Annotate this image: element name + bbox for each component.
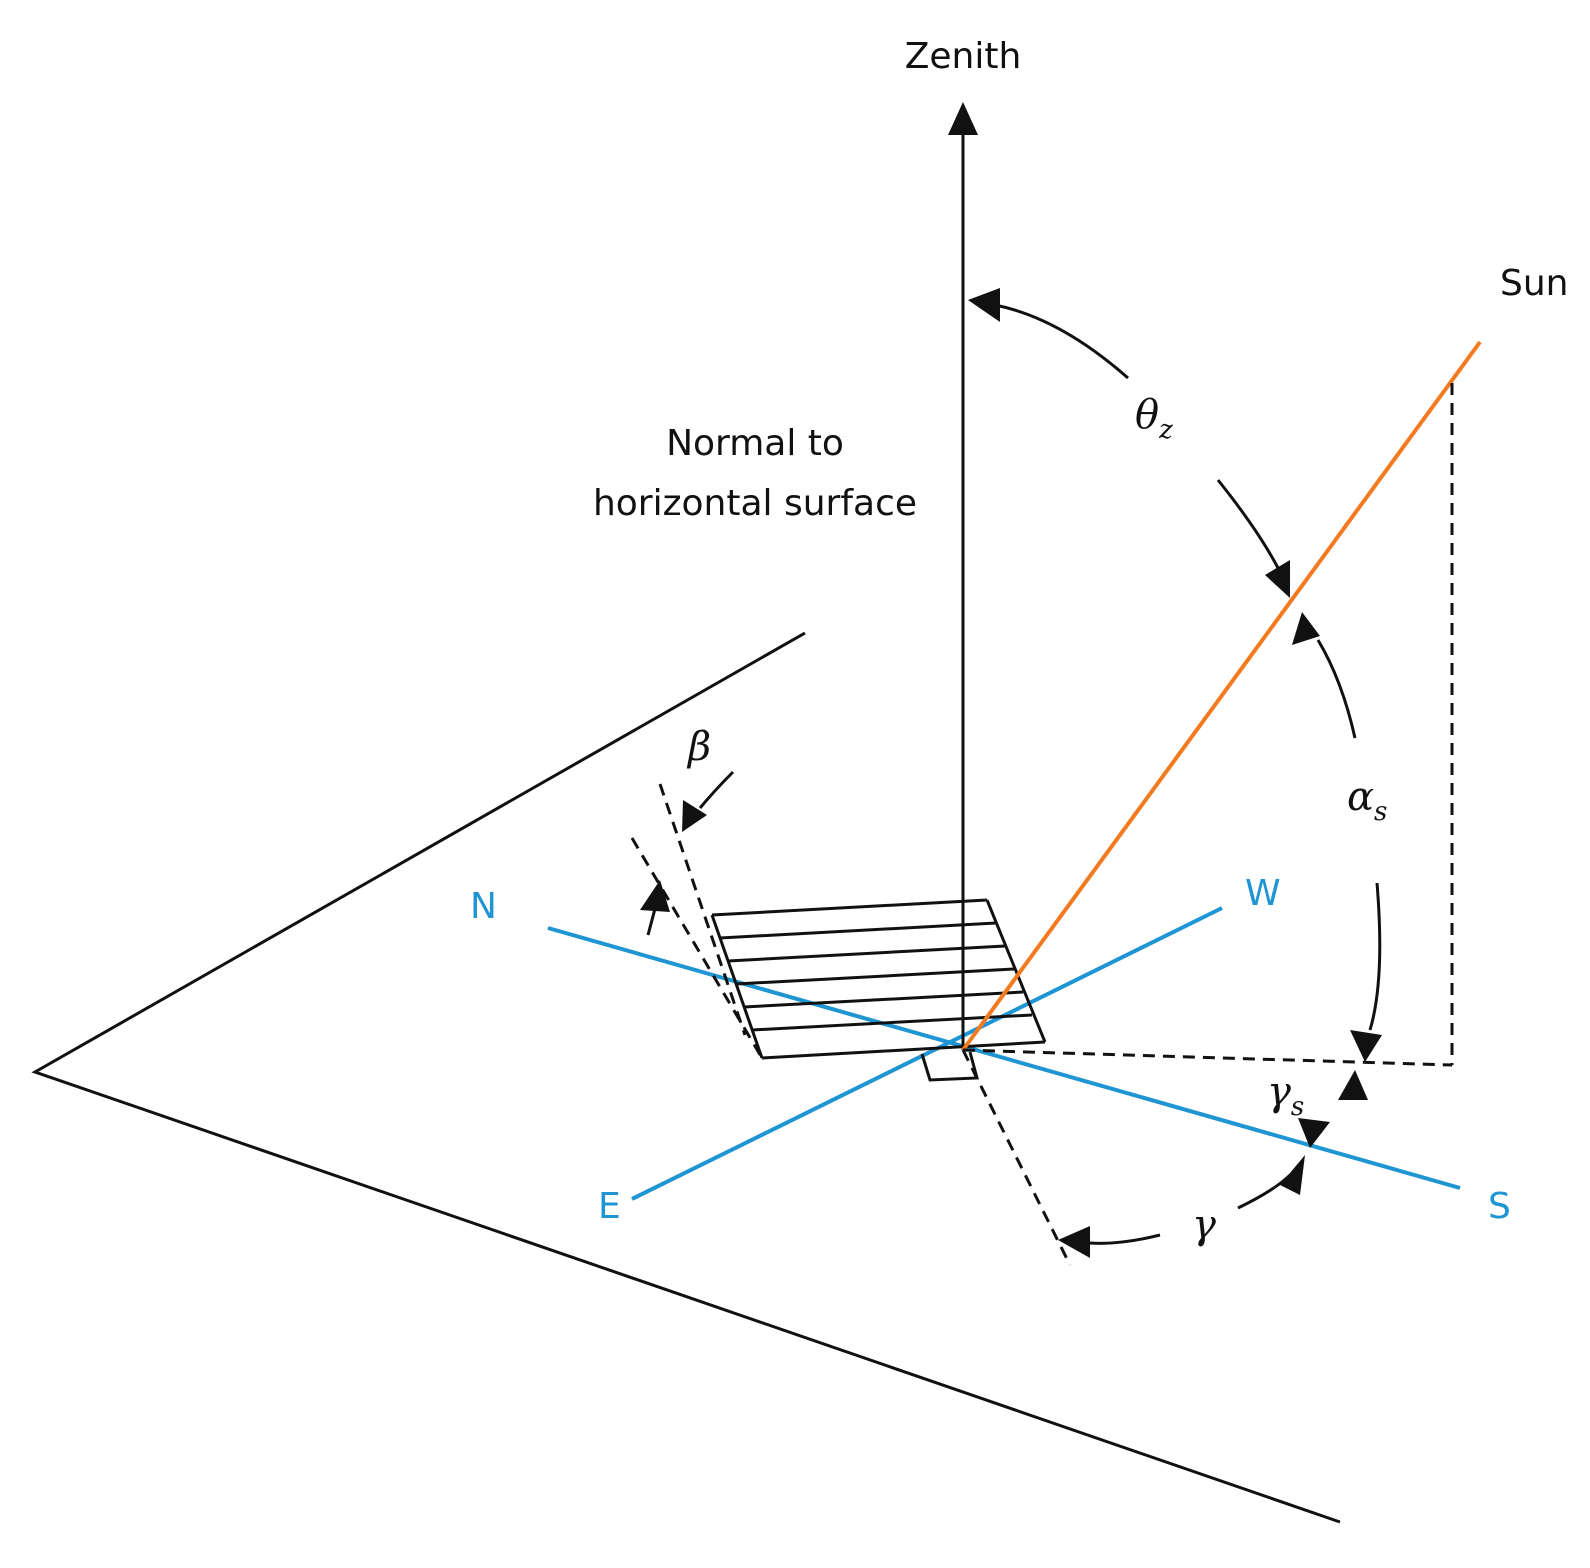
surface-azimuth-arc-left bbox=[1089, 1233, 1161, 1245]
tilt-reference-line bbox=[630, 837, 764, 1059]
east-west-axis bbox=[631, 906, 1223, 1201]
altitude-angle-arc-lower bbox=[1368, 882, 1382, 1031]
ground-plane bbox=[31, 631, 1341, 1524]
south-label: S bbox=[1488, 1186, 1511, 1227]
surface-azimuth-arrowhead-right bbox=[1280, 1155, 1305, 1195]
tilt-normal-arrowhead bbox=[640, 880, 670, 912]
altitude-angle-arrowhead-lower bbox=[1350, 1030, 1382, 1062]
surface-azimuth-arc bbox=[1237, 1173, 1292, 1210]
sun-azimuth-arrowhead-top bbox=[1338, 1070, 1368, 1100]
altitude-angle-label: αs bbox=[1347, 774, 1387, 827]
zenith-angle-arc-upper bbox=[994, 303, 1129, 380]
zenith-angle-subscript: z bbox=[1158, 415, 1173, 445]
altitude-angle-subscript: s bbox=[1374, 797, 1387, 827]
normal-label-line2: horizontal surface bbox=[593, 483, 917, 524]
right-angle-marker bbox=[920, 1051, 979, 1082]
zenith-angle-label: θz bbox=[1135, 392, 1173, 445]
surface-azimuth-arrowhead-left bbox=[1058, 1226, 1090, 1258]
sun-azimuth-symbol: γ bbox=[1267, 1069, 1291, 1115]
sun-azimuth-subscript: s bbox=[1291, 1092, 1304, 1122]
zenith-label: Zenith bbox=[905, 36, 1022, 77]
surface-azimuth-label: γ bbox=[1192, 1202, 1216, 1248]
tilt-normal-line bbox=[658, 783, 747, 1036]
collector-surface bbox=[710, 898, 1047, 1060]
altitude-angle-arc bbox=[1316, 639, 1357, 739]
sun-azimuth-arrowhead-bottom bbox=[1298, 1118, 1330, 1148]
tilt-angle-label: β bbox=[686, 724, 711, 770]
tilt-angle-arc bbox=[698, 770, 735, 809]
sun-ground-projection bbox=[962, 1048, 1453, 1067]
surface-azimuth-projection bbox=[961, 1049, 1072, 1266]
sun-azimuth-label: γs bbox=[1267, 1069, 1304, 1122]
east-label: E bbox=[598, 1186, 621, 1227]
tilt-angle-arrowhead bbox=[682, 800, 707, 832]
sun-label: Sun bbox=[1500, 263, 1568, 304]
north-south-axis bbox=[547, 926, 1461, 1190]
zenith-angle-arc-lower bbox=[1216, 479, 1280, 569]
zenith-angle-symbol: θ bbox=[1135, 392, 1159, 438]
zenith-angle-arrowhead-bottom bbox=[1265, 560, 1290, 598]
sun-ray bbox=[961, 340, 1482, 1052]
altitude-angle-arrowhead bbox=[1292, 612, 1320, 645]
west-label: W bbox=[1245, 873, 1281, 914]
normal-label-line1: Normal to bbox=[666, 423, 844, 464]
zenith-angle-arrowhead-top bbox=[968, 288, 1000, 322]
zenith-arrowhead bbox=[948, 102, 978, 135]
altitude-angle-symbol: α bbox=[1347, 774, 1374, 820]
north-label: N bbox=[470, 886, 497, 927]
